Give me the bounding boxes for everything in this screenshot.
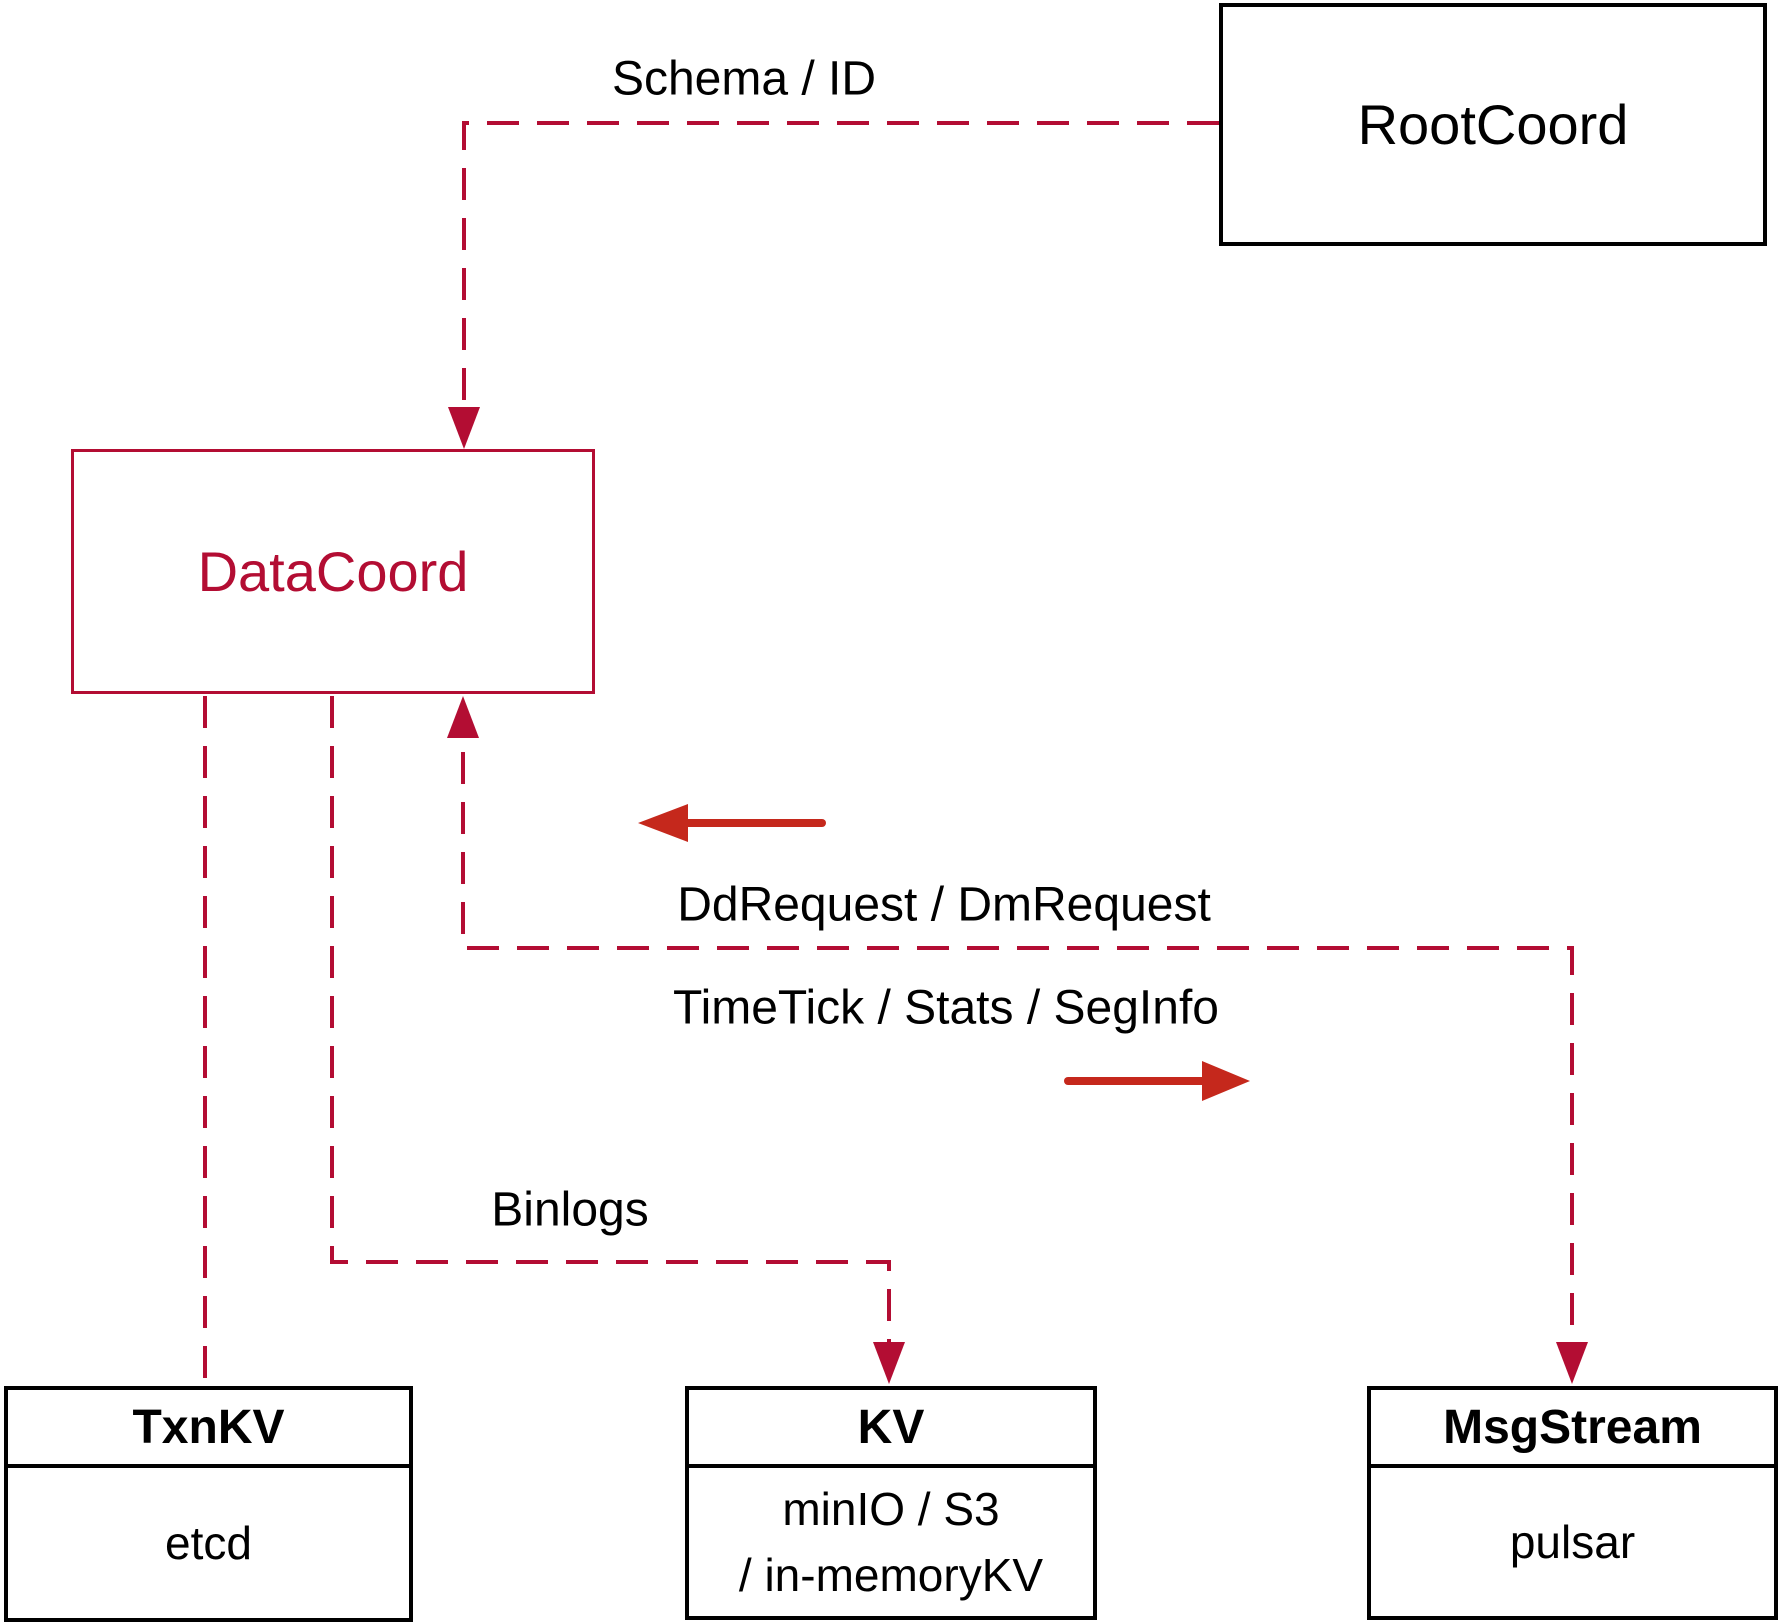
edge-msgstream-channel-line	[461, 702, 1574, 1376]
node-kv: KV minIO / S3 / in-memoryKV	[685, 1386, 1097, 1620]
datacoord-label: DataCoord	[197, 540, 469, 603]
kv-impl-line-2: / in-memoryKV	[738, 1549, 1044, 1601]
node-msgstream: MsgStream pulsar	[1367, 1386, 1778, 1620]
node-datacoord: DataCoord	[71, 449, 595, 694]
edge-binlogs-line	[330, 696, 891, 1376]
direction-arrow-right-head-icon	[1202, 1061, 1250, 1101]
rootcoord-label: RootCoord	[1357, 93, 1629, 156]
txnkv-impl-line: etcd	[165, 1517, 252, 1569]
msgstream-impl: pulsar	[1371, 1468, 1774, 1616]
kv-title: KV	[689, 1390, 1093, 1468]
msgstream-impl-line: pulsar	[1509, 1516, 1636, 1568]
txnkv-title: TxnKV	[8, 1390, 409, 1468]
kv-impl: minIO / S3 / in-memoryKV	[689, 1468, 1093, 1616]
edge-schema-id-line	[462, 121, 1219, 441]
arrowhead-into-datacoord-top	[448, 407, 480, 449]
node-rootcoord: RootCoord	[1219, 3, 1767, 246]
edge-label-ddrequest-dmrequest: DdRequest / DmRequest	[677, 878, 1211, 932]
arrowhead-into-msgstream-top	[1556, 1342, 1588, 1384]
arrowhead-into-kv-top	[873, 1342, 905, 1384]
msgstream-title: MsgStream	[1371, 1390, 1774, 1468]
edge-label-timetick-stats-seginfo: TimeTick / Stats / SegInfo	[673, 981, 1219, 1035]
kv-impl-line-1: minIO / S3	[782, 1483, 1000, 1535]
direction-arrow-left-head-icon	[638, 804, 688, 842]
arrowhead-into-datacoord-bottom	[447, 696, 479, 738]
edge-label-binlogs: Binlogs	[491, 1183, 649, 1237]
txnkv-impl: etcd	[8, 1468, 409, 1618]
edge-label-schema-id: Schema / ID	[611, 52, 877, 106]
node-txnkv: TxnKV etcd	[4, 1386, 413, 1622]
